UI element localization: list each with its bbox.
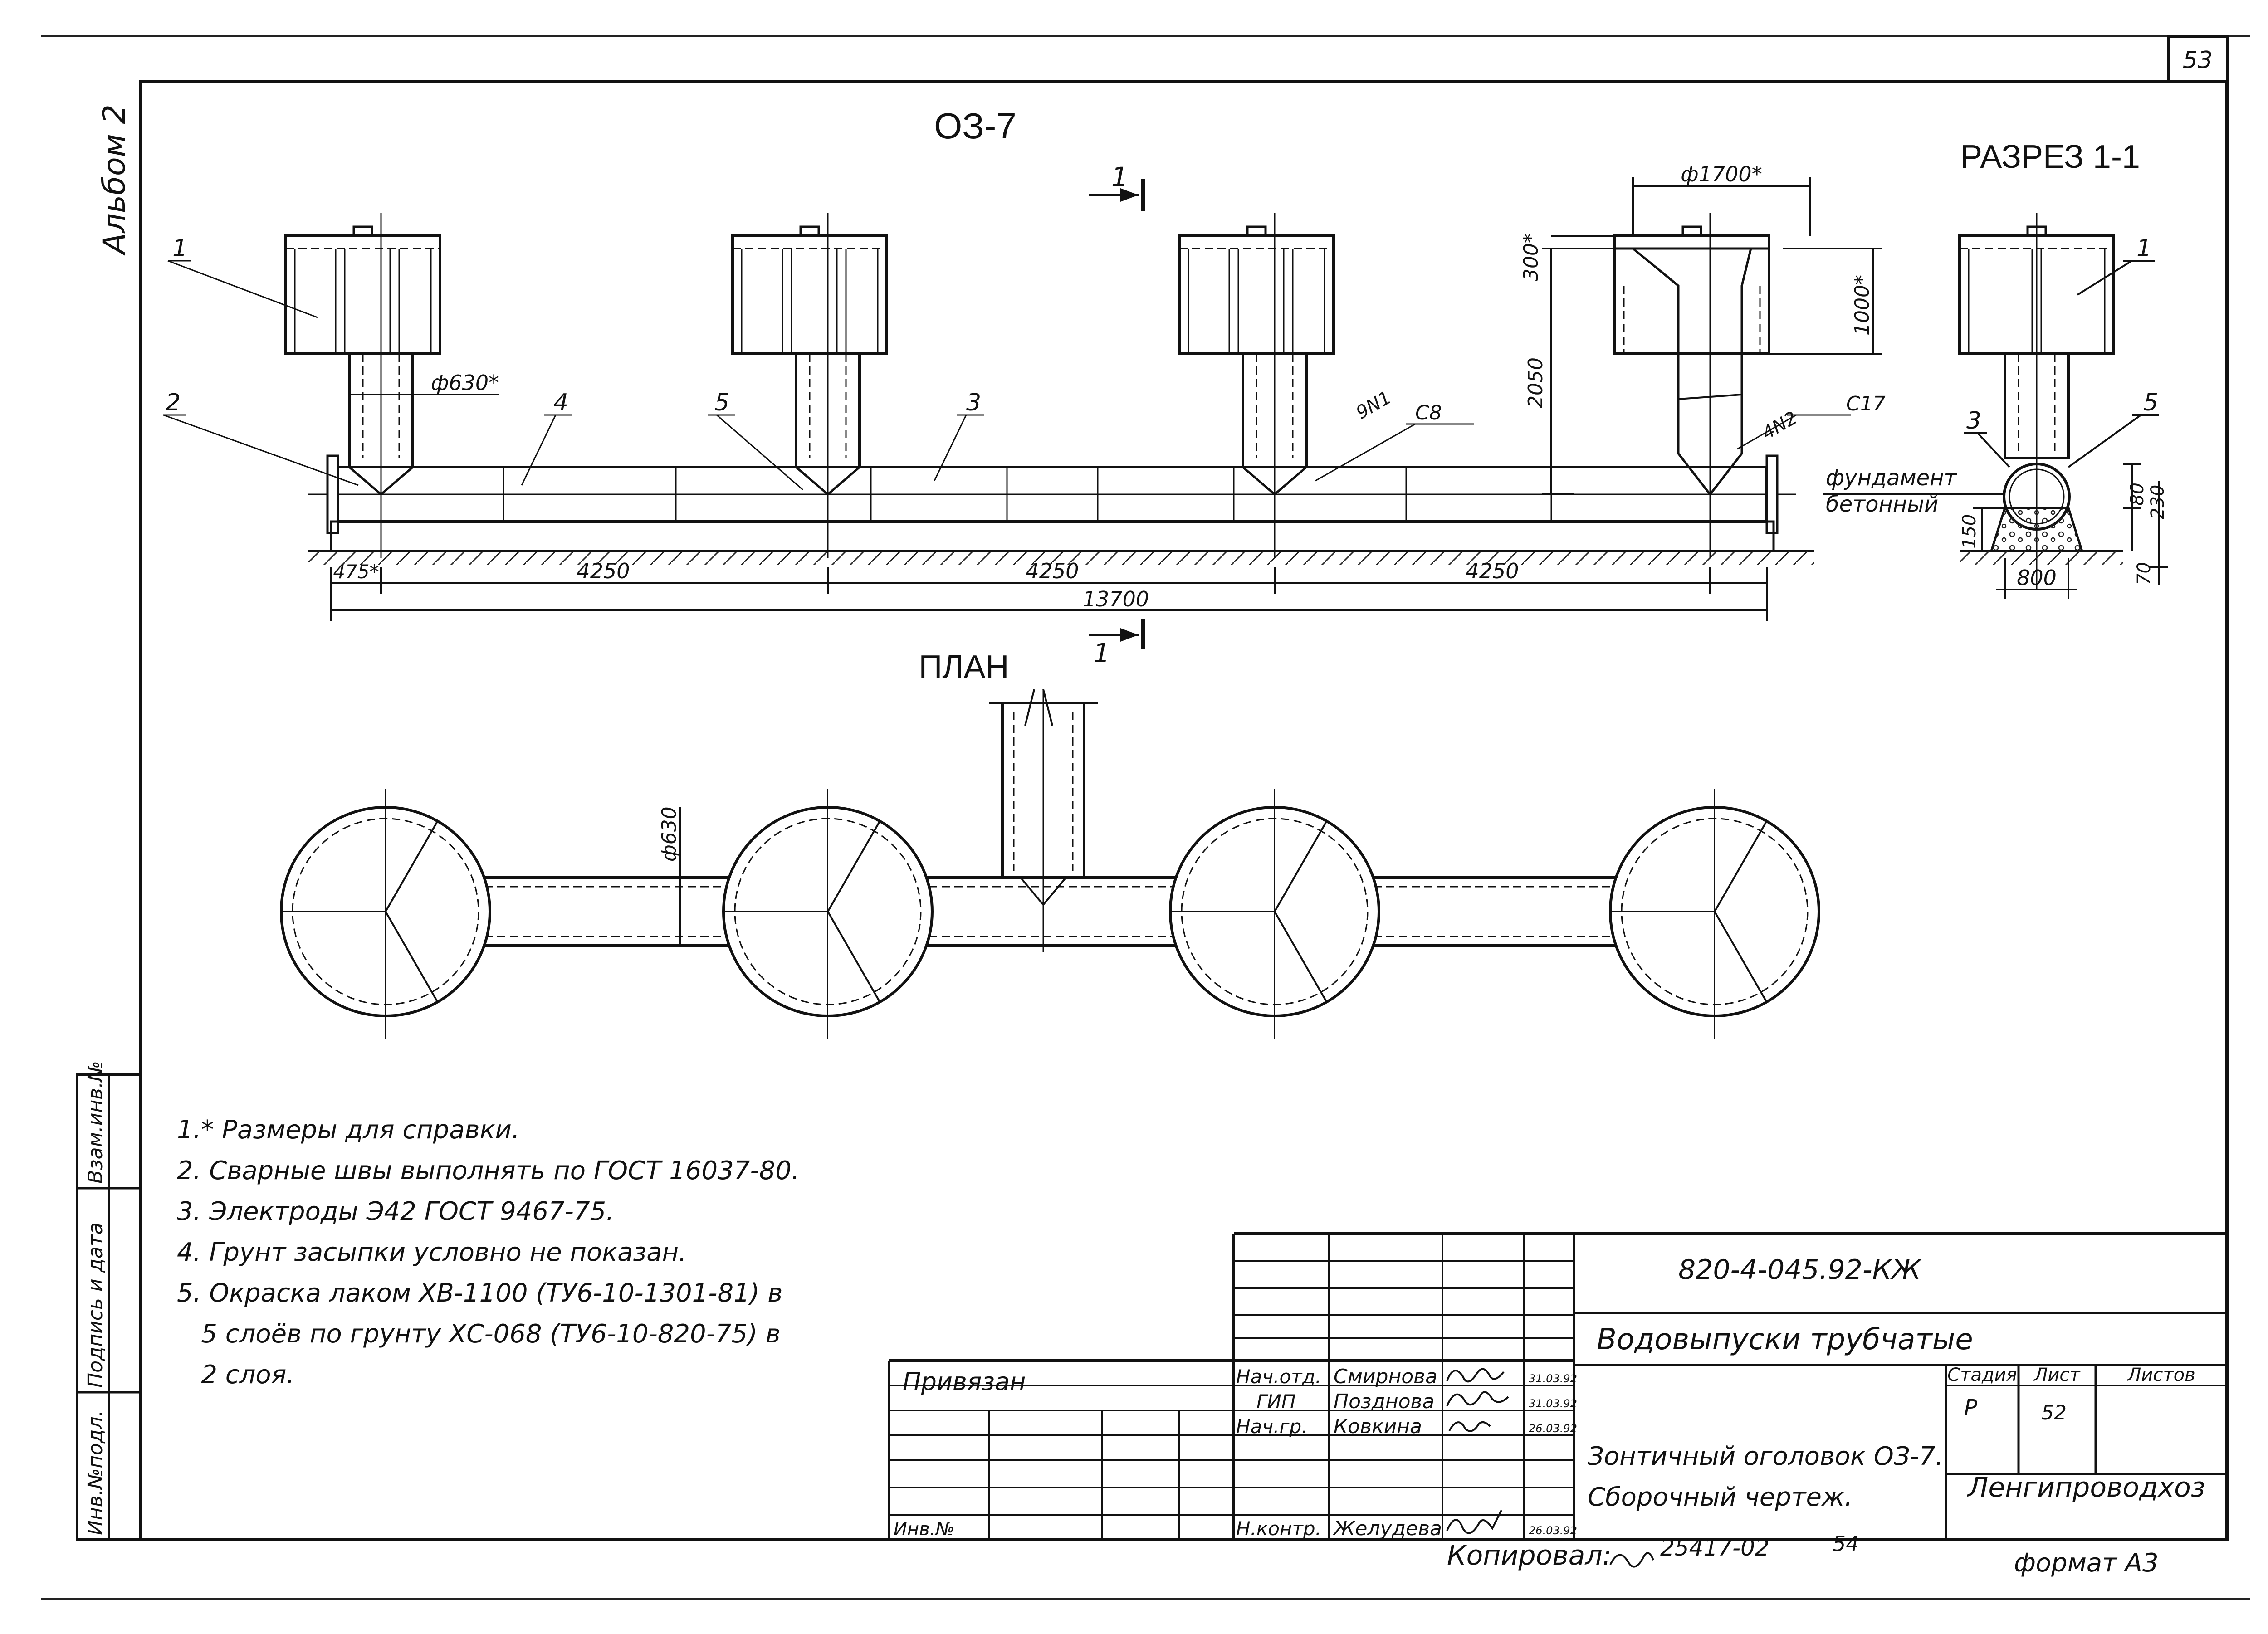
side-stamp: Инв.№подл. Подпись и дата Взам.инв.№	[76, 1061, 142, 1541]
section-mark-top: 1	[1111, 161, 1128, 192]
elevation-view: ОЗ-7 1	[163, 106, 1886, 668]
copy-number: 54	[1833, 1532, 1859, 1556]
dim-cap-height: 300*	[1520, 233, 1543, 281]
project-name: Водовыпуски трубчатые	[1597, 1323, 1973, 1356]
umbrella-head-4-section	[1613, 213, 1770, 558]
section-1-1-view: РАЗРЕЗ 1-1	[1823, 139, 2168, 599]
dim-head-height: 1000*	[1851, 275, 1874, 336]
concrete-foundation	[330, 520, 1775, 552]
section-callout-1: 1	[2136, 235, 2151, 262]
plan-disc-1	[280, 789, 491, 1039]
stamp-inv-label: Инв.№подл.	[84, 1410, 107, 1535]
page-number-box	[2167, 35, 2229, 83]
callout-5: 5	[714, 389, 729, 416]
date-4: 26.03.92	[1529, 1524, 1577, 1537]
signatures	[1446, 1368, 1654, 1568]
callout-2: 2	[166, 389, 181, 416]
umbrella-head-3	[1178, 213, 1335, 558]
ground-hatch	[308, 551, 1814, 565]
name-2: Позднова	[1334, 1390, 1434, 1413]
dim-found-80: 80	[2127, 483, 2148, 506]
role-1: Нач.отд.	[1236, 1366, 1321, 1388]
dim-first-span: 475*	[333, 561, 379, 583]
name-4: Желудева	[1332, 1517, 1442, 1540]
section-foundation	[1989, 507, 2084, 552]
section-title: РАЗРЕЗ 1-1	[1960, 139, 2140, 175]
dim-span-c: 4250	[1466, 559, 1519, 583]
weld-mark-1: 9N1	[1353, 387, 1395, 423]
drawing-frame	[139, 80, 2229, 1541]
drawing-name-1: Зонтичный оголовок ОЗ-7.	[1588, 1442, 1943, 1471]
copied-label: Копировал:	[1447, 1540, 1612, 1571]
section-callout-3: 3	[1966, 407, 1981, 434]
doc-code: 820-4-045.92-КЖ	[1678, 1254, 1922, 1286]
callout-3: 3	[966, 389, 981, 416]
umbrella-head-1	[284, 213, 441, 558]
name-1: Смирнова	[1334, 1365, 1437, 1388]
stamp-sign-label: Подпись и дата	[84, 1223, 107, 1388]
copy-code: 25417-02	[1660, 1535, 1769, 1561]
general-notes: 1.* Размеры для справки. 2. Сварные швы …	[177, 1115, 800, 1390]
dim-pipe-diameter: ф630*	[431, 371, 499, 395]
date-2: 31.03.92	[1529, 1397, 1577, 1410]
organization: Ленгипроводхоз	[1967, 1472, 2205, 1503]
album-label: Альбом 2	[97, 104, 132, 256]
inv-label: Инв.№	[894, 1519, 954, 1540]
dim-found-70: 70	[2134, 562, 2155, 585]
sheet-header: Лист	[2033, 1365, 2081, 1385]
dim-found-150: 150	[1959, 514, 1980, 549]
foundation-label-2: бетонный	[1826, 492, 1938, 517]
callout-4: 4	[553, 389, 568, 416]
format-label: формат А3	[2014, 1548, 2159, 1578]
role-2: ГИП	[1256, 1390, 1295, 1413]
role-4: Н.контр.	[1236, 1517, 1321, 1540]
note-5-cont: 5 слоёв по грунту ХС-068 (ТУ6-10-820-75)…	[177, 1319, 781, 1349]
note-3: 3. Электроды Э42 ГОСТ 9467-75.	[177, 1197, 614, 1226]
dim-total-length: 13700	[1083, 587, 1149, 611]
foundation-label-1: фундамент	[1826, 465, 1958, 491]
name-3: Ковкина	[1334, 1415, 1422, 1438]
dim-head-diameter: ф1700*	[1681, 162, 1762, 186]
dimension-lines	[330, 177, 1882, 621]
dim-total-height: 2050	[1524, 357, 1547, 408]
note-5-end: 2 слоя.	[177, 1360, 294, 1390]
bound-label: Привязан	[903, 1367, 1026, 1396]
note-5: 5. Окраска лаком ХВ-1100 (ТУ6-10-1301-81…	[177, 1278, 782, 1308]
callout-1: 1	[172, 235, 187, 262]
section-mark-bottom: 1	[1093, 638, 1110, 668]
plan-disc-2	[722, 789, 934, 1039]
plan-title: ПЛАН	[919, 649, 1009, 685]
dim-span-b: 4250	[1026, 559, 1079, 583]
stage-value: Р	[1964, 1395, 1977, 1420]
plan-view: ПЛАН ф630	[280, 649, 1820, 1039]
dim-plan-pipe: ф630	[658, 806, 681, 862]
sheet-value: 52	[2041, 1401, 2067, 1424]
section-callout-5: 5	[2143, 389, 2158, 416]
dim-found-width: 800	[2017, 566, 2057, 590]
stage-header: Стадия	[1947, 1365, 2017, 1385]
umbrella-head-2	[731, 213, 888, 558]
weld-mark-1b: C8	[1415, 401, 1442, 424]
title-block	[888, 1232, 2227, 1540]
dim-found-230: 230	[2147, 485, 2168, 519]
role-3: Нач.гр.	[1236, 1415, 1308, 1438]
dim-span-a: 4250	[577, 559, 630, 583]
stamp-replace-label: Взам.инв.№	[84, 1061, 107, 1184]
weld-mark-2b: C17	[1846, 392, 1886, 415]
date-1: 31.03.92	[1529, 1372, 1577, 1385]
view-title-main: ОЗ-7	[934, 106, 1017, 146]
note-2: 2. Сварные швы выполнять по ГОСТ 16037-8…	[177, 1156, 800, 1185]
note-1: 1.* Размеры для справки.	[177, 1115, 520, 1145]
date-3: 26.03.92	[1529, 1422, 1577, 1435]
weld-mark-2: 4N2	[1759, 407, 1801, 444]
plan-disc-4	[1609, 789, 1820, 1039]
page-number: 53	[2183, 47, 2213, 74]
plan-disc-3	[1169, 789, 1380, 1039]
note-4: 4. Грунт засыпки условно не показан.	[177, 1238, 687, 1267]
drawing-name-2: Сборочный чертеж.	[1588, 1483, 1853, 1512]
sheets-header: Листов	[2126, 1365, 2195, 1385]
